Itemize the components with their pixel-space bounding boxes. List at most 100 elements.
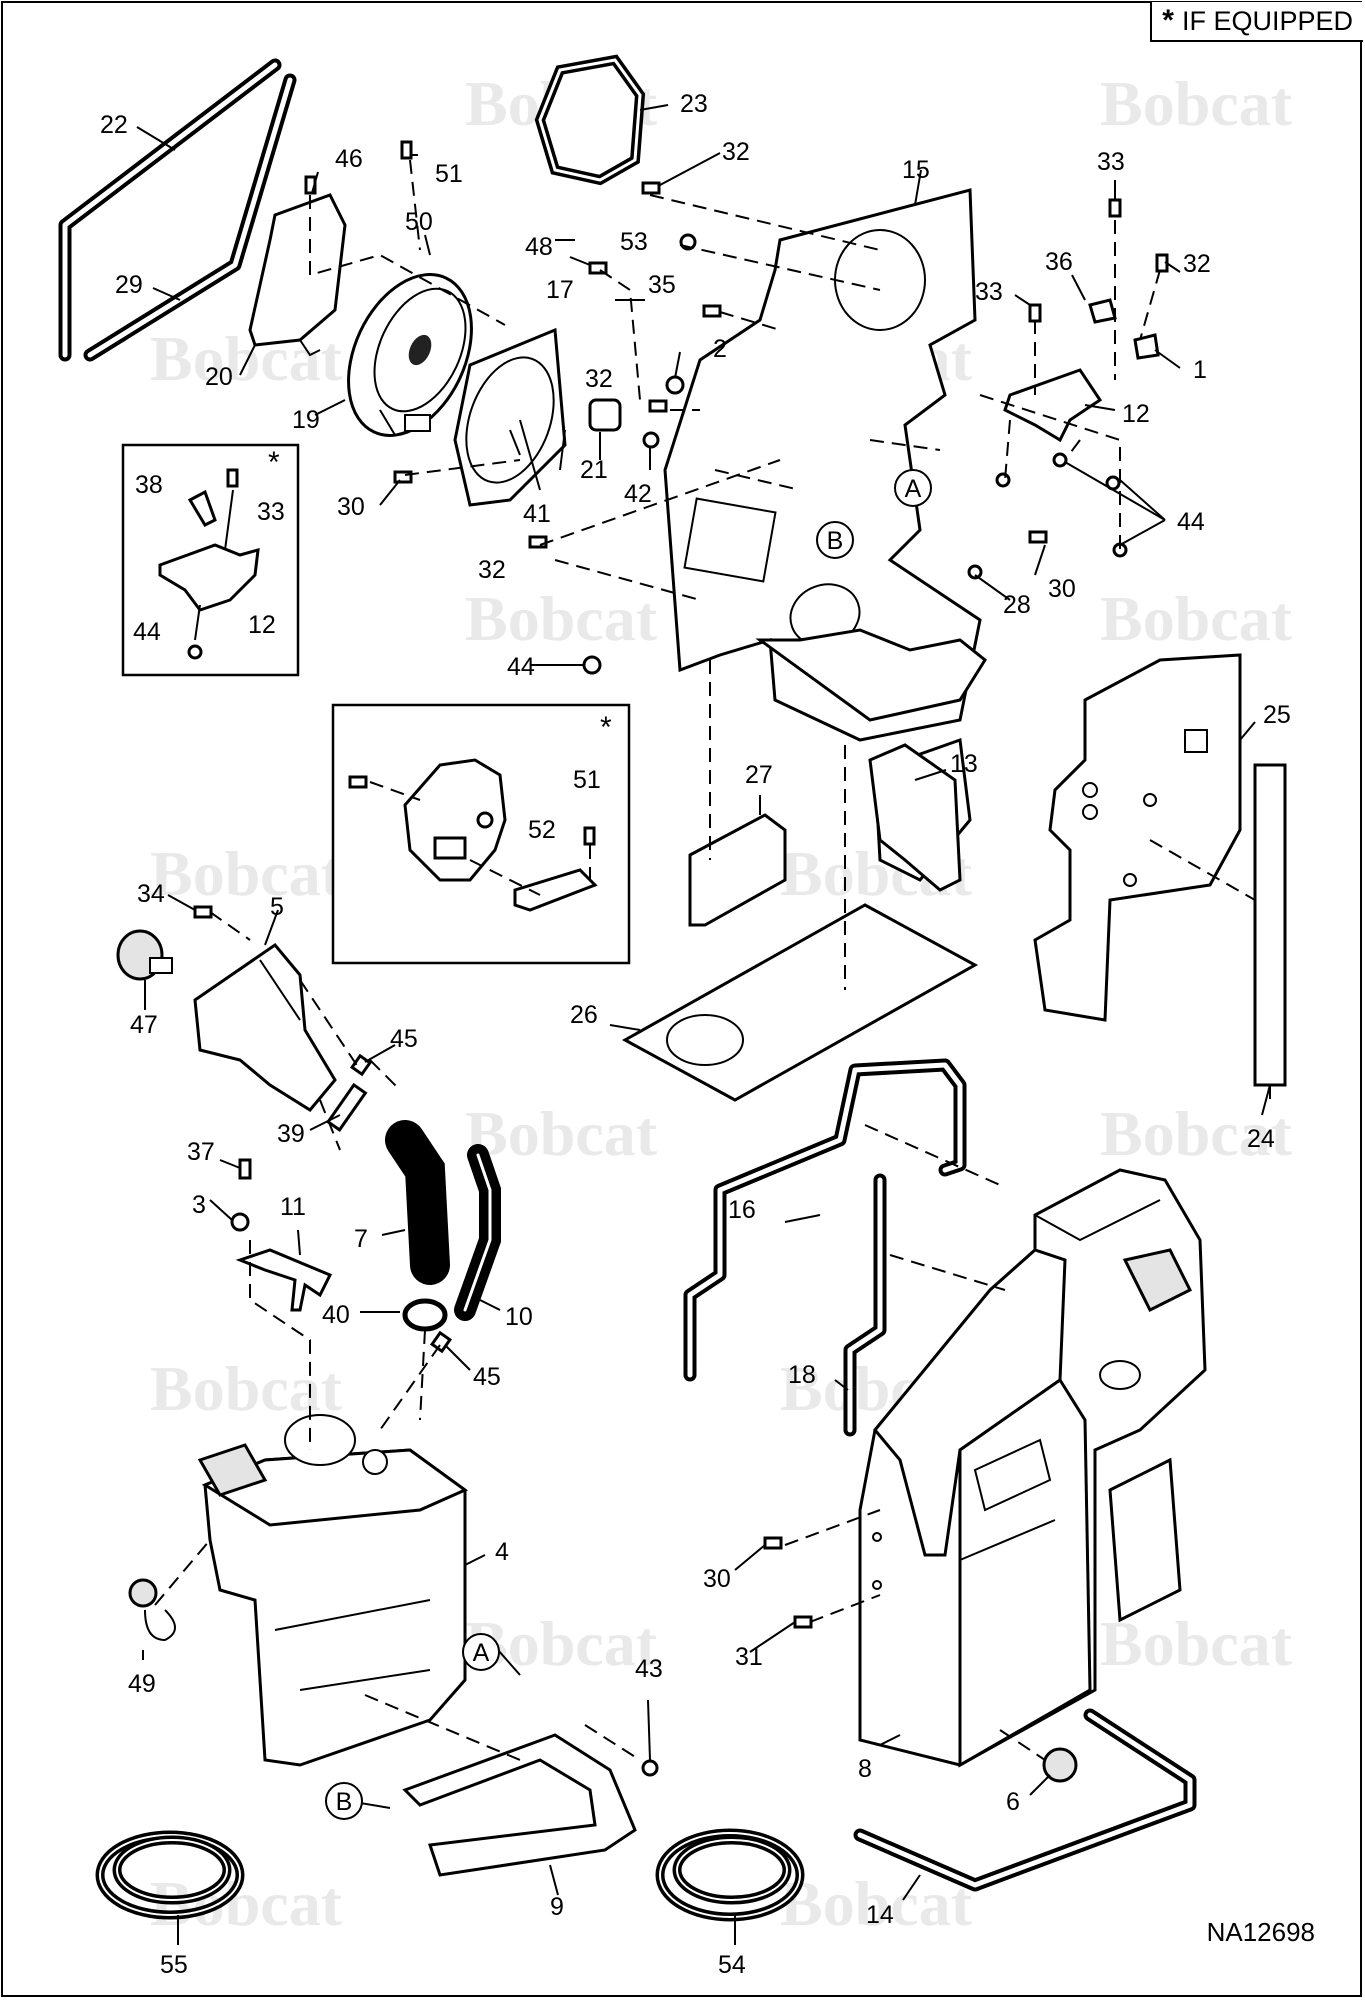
tank-4 [197, 1414, 468, 1767]
callout-39: 39 [277, 1120, 305, 1148]
callout-23: 23 [680, 90, 708, 118]
hose-7 [385, 1120, 450, 1285]
watermark: Bobcat [150, 838, 343, 909]
callout-36: 36 [1045, 248, 1073, 276]
callout-6: 6 [1006, 1788, 1020, 1816]
callout-44: 44 [507, 653, 535, 681]
callout-3: 3 [192, 1191, 206, 1219]
blower-motor-19 [347, 273, 473, 437]
ref-letter-a: A [473, 1639, 490, 1667]
callout-32: 32 [585, 365, 613, 393]
wire-coil-55 [95, 1830, 245, 1920]
callout-5: 5 [270, 893, 284, 921]
washer-3 [230, 1212, 250, 1232]
callout-7: 7 [354, 1225, 368, 1253]
watermark: Bobcat [150, 323, 343, 394]
watermark: Bobcat [1100, 1608, 1293, 1679]
inset-bracket: * 38 33 12 44 [121, 443, 300, 677]
label-51: 51 [573, 766, 601, 794]
label-44: 44 [133, 618, 161, 646]
callout-16: 16 [728, 1196, 756, 1224]
callout-9: 9 [550, 1893, 564, 1921]
callout-1: 1 [1193, 356, 1207, 384]
seal-strip-22-29 [58, 58, 297, 362]
label-33: 33 [257, 498, 285, 526]
callout-18: 18 [788, 1361, 816, 1389]
label-12: 12 [248, 611, 276, 639]
callout-24: 24 [1247, 1125, 1275, 1153]
callout-19: 19 [292, 406, 320, 434]
callout-51: 51 [435, 160, 463, 188]
callout-45: 45 [390, 1025, 418, 1053]
watermark: Bobcat [1100, 583, 1293, 654]
watermark: Bobcat [1100, 68, 1293, 139]
watermark: Bobcat [780, 1868, 973, 1939]
callout-33: 33 [975, 278, 1003, 306]
callout-29: 29 [115, 271, 143, 299]
callout-26: 26 [570, 1001, 598, 1029]
pad-27 [688, 813, 787, 927]
legend-if-equipped: * IF EQUIPPED [1150, 2, 1363, 42]
callout-55: 55 [160, 1951, 188, 1979]
clip-1 [1133, 333, 1160, 360]
strap-9 [402, 1733, 637, 1877]
label-38: 38 [135, 471, 163, 499]
callout-8: 8 [858, 1755, 872, 1783]
callout-2: 2 [713, 335, 727, 363]
callout-53: 53 [620, 228, 648, 256]
callout-22: 22 [100, 111, 128, 139]
callout-28: 28 [1003, 591, 1031, 619]
callout-35: 35 [648, 271, 676, 299]
mount-plate-17 [453, 327, 567, 507]
callout-15: 15 [902, 156, 930, 184]
callout-47: 47 [130, 1011, 158, 1039]
callout-46: 46 [335, 145, 363, 173]
leader-lines [136, 104, 1271, 1945]
ref-letter-b: B [336, 1788, 353, 1816]
washer-2 [665, 375, 685, 395]
legend-text: IF EQUIPPED [1181, 5, 1353, 36]
side-panel-25 [1033, 653, 1242, 1022]
assembly-lines [154, 159, 1271, 1761]
callout-10: 10 [505, 1303, 533, 1331]
callout-27: 27 [745, 761, 773, 789]
asterisk-icon: * [1162, 4, 1174, 37]
callout-20: 20 [205, 363, 233, 391]
bracket-13 [868, 743, 962, 892]
callout-13: 13 [950, 750, 978, 778]
tank-8 [858, 1168, 1207, 1768]
spacer-21 [588, 398, 622, 432]
callout-43: 43 [635, 1655, 663, 1683]
callout-14: 14 [866, 1901, 894, 1929]
filler-neck-5 [193, 942, 337, 1112]
callout-37: 37 [187, 1138, 215, 1166]
callout-44: 44 [1177, 508, 1205, 536]
callout-42: 42 [624, 480, 652, 508]
ref-letter-a: A [905, 475, 922, 503]
bracket-11 [235, 1248, 333, 1312]
hose-frame-16 [683, 1058, 967, 1382]
clamp-45 [349, 1053, 373, 1077]
connector-49 [128, 1578, 176, 1642]
strip-24 [1253, 763, 1287, 1087]
hose-18 [843, 1173, 887, 1437]
clamp-40 [402, 1298, 448, 1332]
drawing-number: NA12698 [1206, 1917, 1315, 1947]
grommet-6 [1042, 1747, 1078, 1783]
seal-ring-23 [534, 54, 646, 186]
callout-17: 17 [546, 276, 574, 304]
hose-frame-14 [853, 1708, 1197, 1892]
callout-11: 11 [280, 1193, 306, 1221]
inset-marker: * [268, 446, 280, 479]
clip-36 [1088, 298, 1117, 324]
ref-letter-b: B [827, 527, 844, 555]
label-52: 52 [528, 816, 556, 844]
callout-50: 50 [405, 208, 433, 236]
watermark: Bobcat [150, 1353, 343, 1424]
callout-12: 12 [1122, 400, 1150, 428]
reference-letters: A B A B [325, 469, 932, 1820]
callout-32: 32 [478, 556, 506, 584]
callout-48: 48 [525, 233, 553, 261]
callout-30: 30 [1048, 575, 1076, 603]
